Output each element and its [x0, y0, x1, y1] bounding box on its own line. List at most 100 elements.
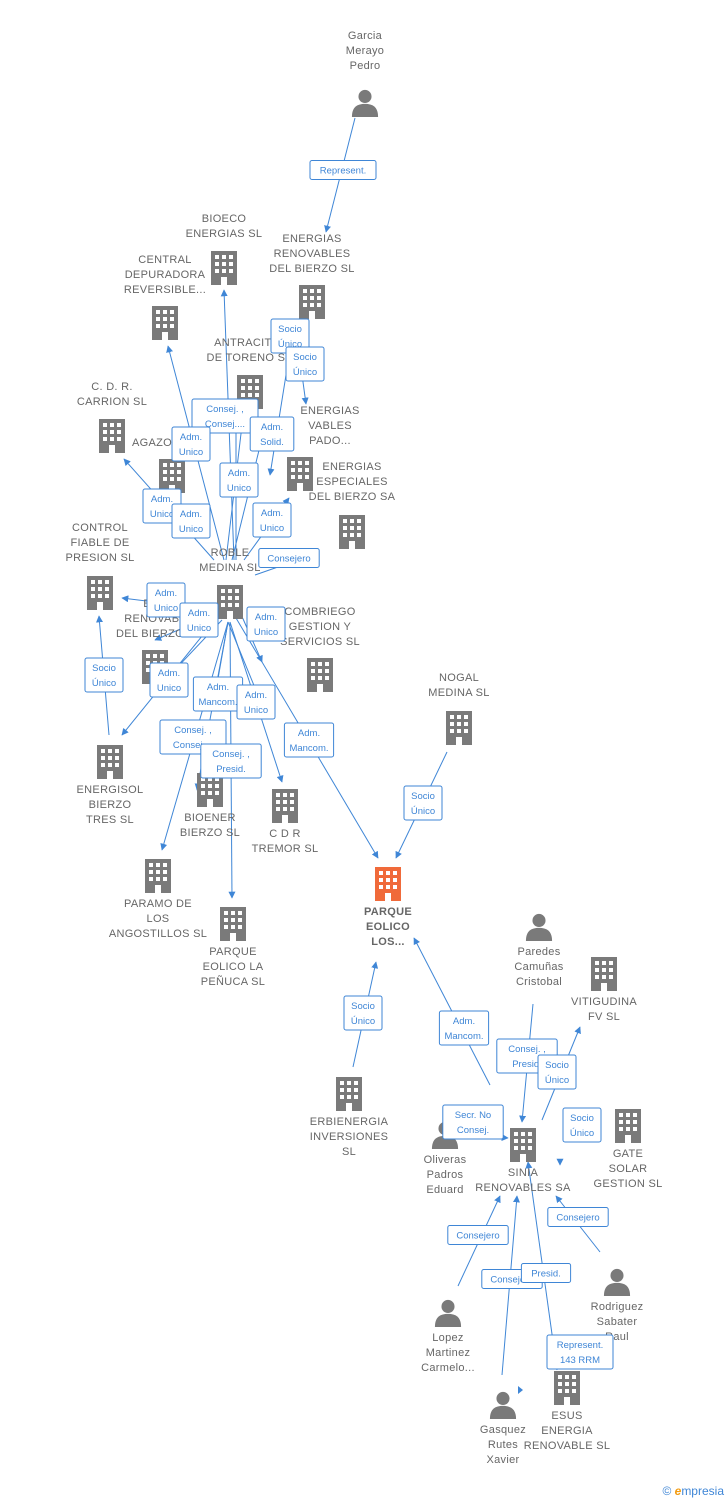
node-label-line: Martinez: [426, 1347, 471, 1359]
edge-label[interactable]: Adm.Unico: [179, 602, 219, 638]
edge-label[interactable]: Adm.Unico: [219, 462, 259, 498]
building-icon: [287, 457, 313, 491]
person-icon: [351, 89, 379, 117]
edge-label-box: [258, 548, 320, 568]
edge-label[interactable]: Adm.Unico: [146, 582, 186, 618]
brand-initial: e: [674, 1484, 682, 1498]
node-label-line: Carmelo...: [421, 1362, 475, 1374]
node-parque[interactable]: PARQUEEOLICOLOS...: [364, 867, 412, 948]
edge-label[interactable]: Adm.Unico: [171, 426, 211, 462]
edge-label-text: Mancom.: [198, 697, 237, 708]
edge-label[interactable]: Adm.Unico: [171, 503, 211, 539]
node-cdr[interactable]: C. D. R.CARRION SL: [77, 381, 147, 453]
node-central[interactable]: CENTRALDEPURADORAREVERSIBLE...: [124, 254, 206, 340]
edge-label-text: Adm.: [245, 690, 267, 701]
node-agazo[interactable]: AGAZO: [132, 437, 185, 493]
node-label-line: Xavier: [487, 1454, 520, 1466]
edge-label-text: Adm.: [261, 422, 283, 433]
edge-label-text: Consejero: [267, 554, 310, 565]
edge-label[interactable]: Adm.Unico: [149, 662, 189, 698]
node-label-line: RENOVABLES SA: [475, 1182, 571, 1194]
edge-label[interactable]: Consej. ,Presid.: [200, 743, 262, 779]
edge-label[interactable]: Adm.Mancom.: [283, 722, 335, 758]
building-icon: [554, 1371, 580, 1405]
brand-footer[interactable]: © empresia: [662, 1484, 724, 1498]
edge-label-text: Adm.: [228, 468, 250, 479]
edge-label-box: [84, 657, 124, 693]
building-icon: [339, 515, 365, 549]
edge-label-text: Adm.: [151, 494, 173, 505]
edge-label[interactable]: Adm.Solid.: [249, 416, 295, 452]
edge-label-box: [191, 398, 259, 434]
edge-label[interactable]: Represent.143 RRM: [546, 1334, 614, 1370]
edge-label[interactable]: Adm.Mancom.: [192, 676, 244, 712]
building-icon: [615, 1109, 641, 1143]
node-nogal[interactable]: NOGAL MEDINA SL: [428, 672, 489, 745]
edge-arrowhead: [518, 1386, 523, 1394]
node-label-line: GESTION SL: [593, 1178, 662, 1190]
node-label-line: BIOENER: [184, 812, 236, 824]
node-lopez[interactable]: LopezMartinezCarmelo...: [421, 1299, 475, 1374]
edge-label[interactable]: Adm.Unico: [246, 606, 286, 642]
node-label-line: Gasquez: [480, 1424, 526, 1436]
edge-label-text: Consej....: [205, 419, 245, 430]
edge-label[interactable]: Adm.Unico: [236, 684, 276, 720]
node-label-line: ENERGIAS: [282, 233, 341, 245]
node-label-line: MEDINA SL: [428, 687, 489, 699]
building-icon: [336, 1077, 362, 1111]
node-label-line: Padros: [427, 1169, 464, 1181]
edge-label[interactable]: Adm.Mancom.: [438, 1010, 490, 1046]
building-icon: [99, 419, 125, 453]
node-ervapado[interactable]: ENERGIASVABLESPADO...: [287, 405, 360, 491]
edge-label[interactable]: Consejero: [258, 548, 320, 568]
node-label-line: Pedro: [350, 60, 381, 72]
node-label-line: PADO...: [309, 435, 351, 447]
edge-label[interactable]: Consej. ,Consej....: [191, 398, 259, 434]
edge-label[interactable]: Adm.Unico: [252, 502, 292, 538]
node-label-line: BIERZO: [89, 799, 132, 811]
node-label-line: NOGAL: [439, 672, 479, 684]
edge-label-text: Adm.: [180, 509, 202, 520]
node-label-line: TREMOR SL: [252, 843, 319, 855]
edge-label[interactable]: Presid.: [520, 1263, 572, 1283]
node-label-line: INVERSIONES: [310, 1131, 389, 1143]
edge-label-text: Consejero: [490, 1275, 533, 1286]
edge-label[interactable]: Consejero: [447, 1225, 509, 1245]
edge-label[interactable]: Represent.: [309, 160, 377, 180]
node-label-line: LOS...: [371, 936, 405, 948]
edge-label[interactable]: Consejero: [547, 1207, 609, 1227]
building-icon: [510, 1128, 536, 1162]
node-label-line: Lopez: [432, 1332, 463, 1344]
node-label-line: DEL BIERZO SL: [269, 263, 354, 275]
